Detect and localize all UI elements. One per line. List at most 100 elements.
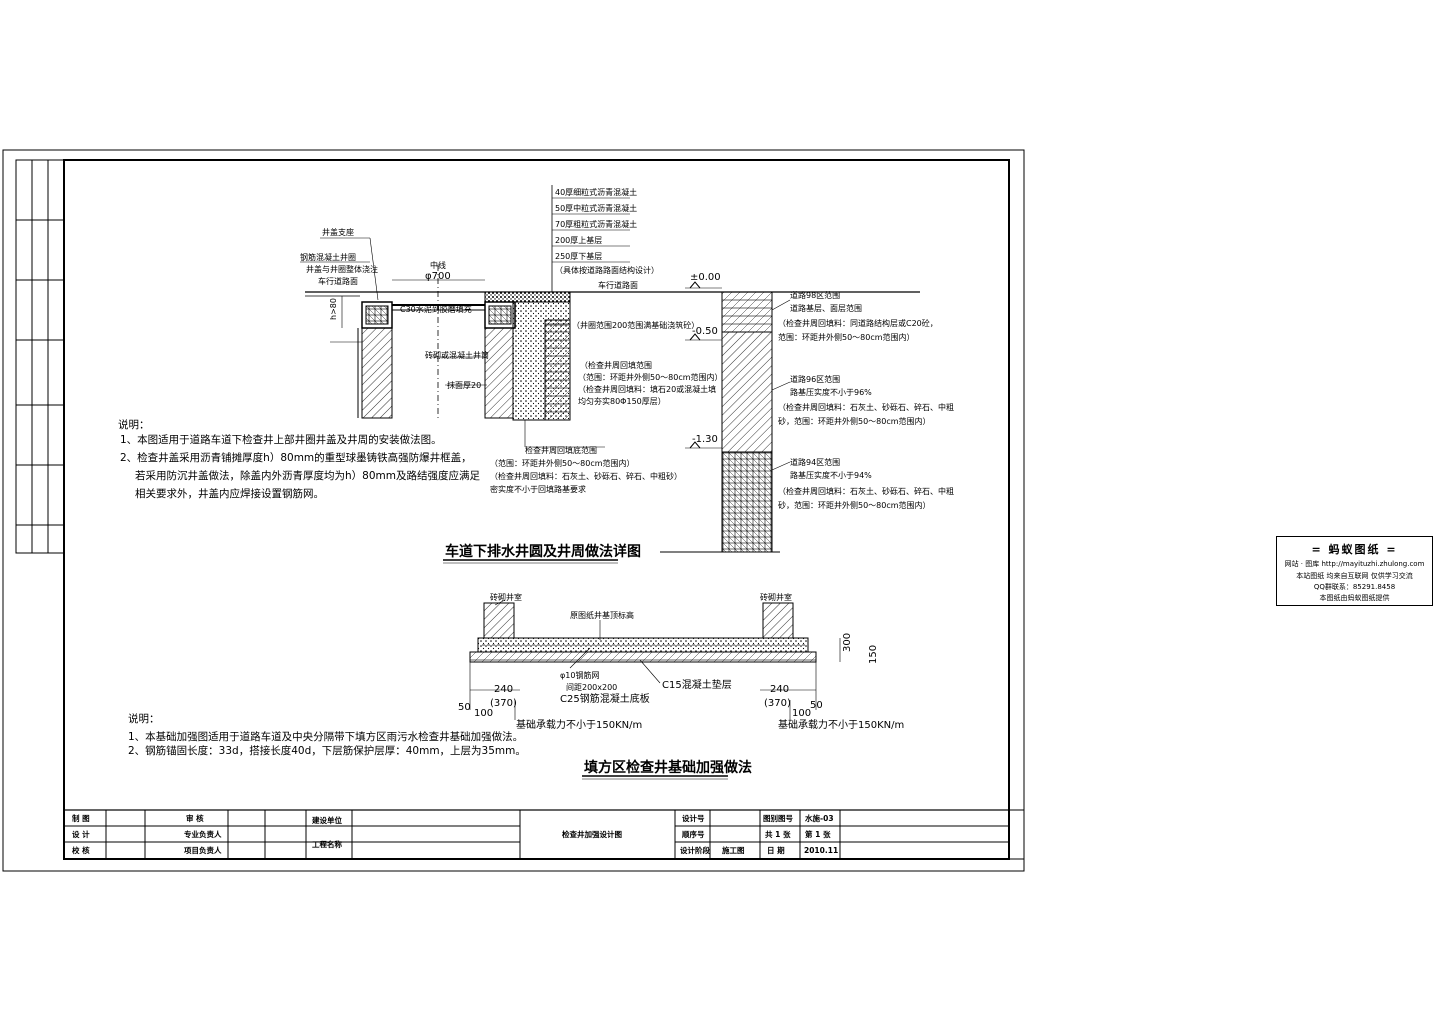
label-base-title: 检查井周回填底范围 <box>525 445 597 455</box>
tb-r2c10: 第 1 张 <box>805 829 831 839</box>
label-fill-title: （检查井周回填范围 <box>580 360 652 370</box>
detail-1-drawing <box>300 185 660 448</box>
layers-note: （具体按道路路面结构设计） <box>555 265 659 275</box>
layer-2: 50厚中粒式沥青混凝土 <box>555 203 637 213</box>
d2-mesh: φ10钢筋网 <box>560 670 599 680</box>
label-fill-1: （范围：环距井外侧50～80cm范围内） <box>578 372 723 382</box>
d2-dim-240-r: 240 <box>770 684 789 695</box>
tb-r1c7: 设计号 <box>682 813 705 823</box>
elev-0: ±0.00 <box>690 272 721 283</box>
tb-r1c10: 水施-03 <box>805 813 834 823</box>
title-block-grid <box>63 809 1010 860</box>
d2-orig-base: 原图纸井基顶标高 <box>570 610 634 620</box>
notes1-l2: 2、检查井盖采用沥青铺摊厚度h）80mm的重型球墨铸铁高强防爆井框盖， <box>120 451 472 464</box>
d2-bearing-l: 基础承载力不小于150KN/m <box>516 718 642 731</box>
label-base-3: 密实度不小于回填路基要求 <box>490 484 586 494</box>
z96-3: 砂，范围：环距井外侧50～80cm范围内） <box>778 416 931 426</box>
label-fill-3: 均匀夯实80Φ150厚层） <box>578 396 666 406</box>
watermark-line-5: 本图纸由蚂蚁图纸提供 <box>1319 594 1390 602</box>
watermark-title: = 蚂蚁图纸 = <box>1311 543 1398 556</box>
label-cover-frame: 井盖支座 <box>322 227 354 237</box>
tb-r2c3: 专业负责人 <box>184 829 222 839</box>
notes1-l1: 1、本图适用于道路车道下检查井上部井圈井盖及井周的安装做法图。 <box>120 433 442 446</box>
label-diameter: φ700 <box>425 271 451 282</box>
tb-r3c8: 施工图 <box>722 845 745 855</box>
d2-dim-240-l: 240 <box>494 684 513 695</box>
watermark-line-2: 网站 · 图库 http://mayituzhi.zhulong.com <box>1284 560 1425 568</box>
z98-1: 道路基层、面层范围 <box>790 303 862 313</box>
layer-5: 250厚下基层 <box>555 251 602 261</box>
d2-dim-370-l: (370) <box>490 698 517 709</box>
d2-dim-50-l: 50 <box>458 702 471 713</box>
watermark-line-4: QQ群联系：85291.8458 <box>1313 583 1396 591</box>
label-fill-2: （检查井周回填料：填石20或混凝土填 <box>578 384 716 394</box>
tb-r1c1: 制 图 <box>72 813 90 823</box>
label-grout: 抹面厚20 <box>447 380 481 390</box>
label-road: 车行道路面 <box>318 276 358 286</box>
notes1-l3: 若采用防沉井盖做法，除盖内外沥青厚度均为h）80mm及路结强度应满足 <box>135 469 480 482</box>
d2-dim-300: 300 <box>842 633 853 652</box>
d2-dim-50-r: 50 <box>810 700 823 711</box>
d2-mesh-spacing: 间距200x200 <box>566 683 617 692</box>
d2-bearing-r: 基础承载力不小于150KN/m <box>778 718 904 731</box>
notes2-head: 说明： <box>128 712 160 725</box>
watermark-line-3: 本站图纸 均来自互联网 仅供学习交流 <box>1296 572 1413 580</box>
d2-dim-100-l: 100 <box>474 708 493 719</box>
z94-title: 道路94区范围 <box>790 457 840 467</box>
notes1-head: 说明： <box>118 418 150 431</box>
elev-2: -1.30 <box>692 434 718 445</box>
tb-r3c10: 2010.11 <box>804 846 838 855</box>
tb-r1c3: 审 核 <box>186 813 204 823</box>
road-label-right: 车行道路面 <box>598 280 638 290</box>
label-brick-shaft: 砖砌或混凝土井筒 <box>425 350 489 360</box>
tb-r3c9: 日 期 <box>767 845 785 855</box>
tb-r2c1: 设 计 <box>72 829 90 839</box>
z94-3: 砂，范围：环距井外侧50～80cm范围内） <box>778 500 931 510</box>
z94-1: 路基压实度不小于94% <box>790 470 872 480</box>
label-h80: h>80 <box>329 298 338 320</box>
z96-2: （检查井周回填料：石灰土、砂砾石、碎石、中粗 <box>778 402 954 412</box>
detail2-title: 填方区检查井基础加强做法 <box>584 759 752 776</box>
label-rc-ring: 钢筋混凝土井圈 <box>300 252 356 262</box>
tb-r3c1: 校 核 <box>72 845 90 855</box>
d2-dim-100-r: 100 <box>792 708 811 719</box>
right-strip <box>1008 809 1025 860</box>
label-ring-note: 井盖与井圈整体浇注 <box>306 264 378 274</box>
z94-2: （检查井周回填料：石灰土、砂砾石、碎石、中粗 <box>778 486 954 496</box>
label-base-1: （范围：环距井外侧50～80cm范围内） <box>490 458 635 468</box>
tb-drawing-name: 检查井加强设计图 <box>562 829 622 839</box>
z98-2: （检查井周回填料：同道路结构层或C20砼， <box>778 318 938 328</box>
z96-1: 路基压实度不小于96% <box>790 387 872 397</box>
label-center: 中线 <box>430 260 446 270</box>
d2-brick-r: 砖砌井室 <box>760 592 792 602</box>
notes1-l4: 相关要求外，井盖内应焊接设置钢筋网。 <box>135 487 324 500</box>
binding-strip <box>15 159 65 554</box>
label-ring-200: （井圈范围200范围满基础浇筑砼） <box>572 320 699 330</box>
elev-1: -0.50 <box>692 326 718 337</box>
d2-c25: C25钢筋混凝土底板 <box>560 692 650 705</box>
detail1-title: 车道下排水井圆及井周做法详图 <box>445 543 641 560</box>
z98-3: 范围：环距井外侧50～80cm范围内） <box>778 332 915 342</box>
tb-r2c7: 顺序号 <box>682 829 705 839</box>
tb-r2c5: 工程名称 <box>312 839 342 849</box>
label-base-2: （检查井周回填料：石灰土、砂砾石、碎石、中粗砂） <box>490 471 682 481</box>
d2-brick-l: 砖砌井室 <box>490 592 522 602</box>
z96-title: 道路96区范围 <box>790 374 840 384</box>
watermark-stamp: = 蚂蚁图纸 = 网站 · 图库 http://mayituzhi.zhulon… <box>1276 536 1433 606</box>
label-c30: C30水泥到胶磨填充 <box>400 304 472 314</box>
profile-drawing <box>660 281 920 553</box>
tb-r3c7: 设计阶段 <box>680 845 710 855</box>
d2-dim-150: 150 <box>868 645 879 664</box>
tb-r2c9: 共 1 张 <box>765 829 791 839</box>
layer-4: 200厚上基层 <box>555 235 602 245</box>
d2-dim-370-r: (370) <box>764 698 791 709</box>
layer-1: 40厚细粒式沥青混凝土 <box>555 187 637 197</box>
tb-r1c9: 图别图号 <box>763 814 793 823</box>
notes2-l2: 2、钢筋锚固长度：33d，搭接长度40d，下层筋保护层厚：40mm，上层为35m… <box>128 744 526 757</box>
layer-3: 70厚粗粒式沥青混凝土 <box>555 219 637 229</box>
tb-r1c5: 建设单位 <box>311 815 342 825</box>
notes2-l1: 1、本基础加强图适用于道路车道及中央分隔带下填方区雨污水检查井基础加强做法。 <box>128 730 523 743</box>
detail-2-drawing <box>469 599 841 720</box>
tb-r3c3: 项目负责人 <box>184 845 222 855</box>
